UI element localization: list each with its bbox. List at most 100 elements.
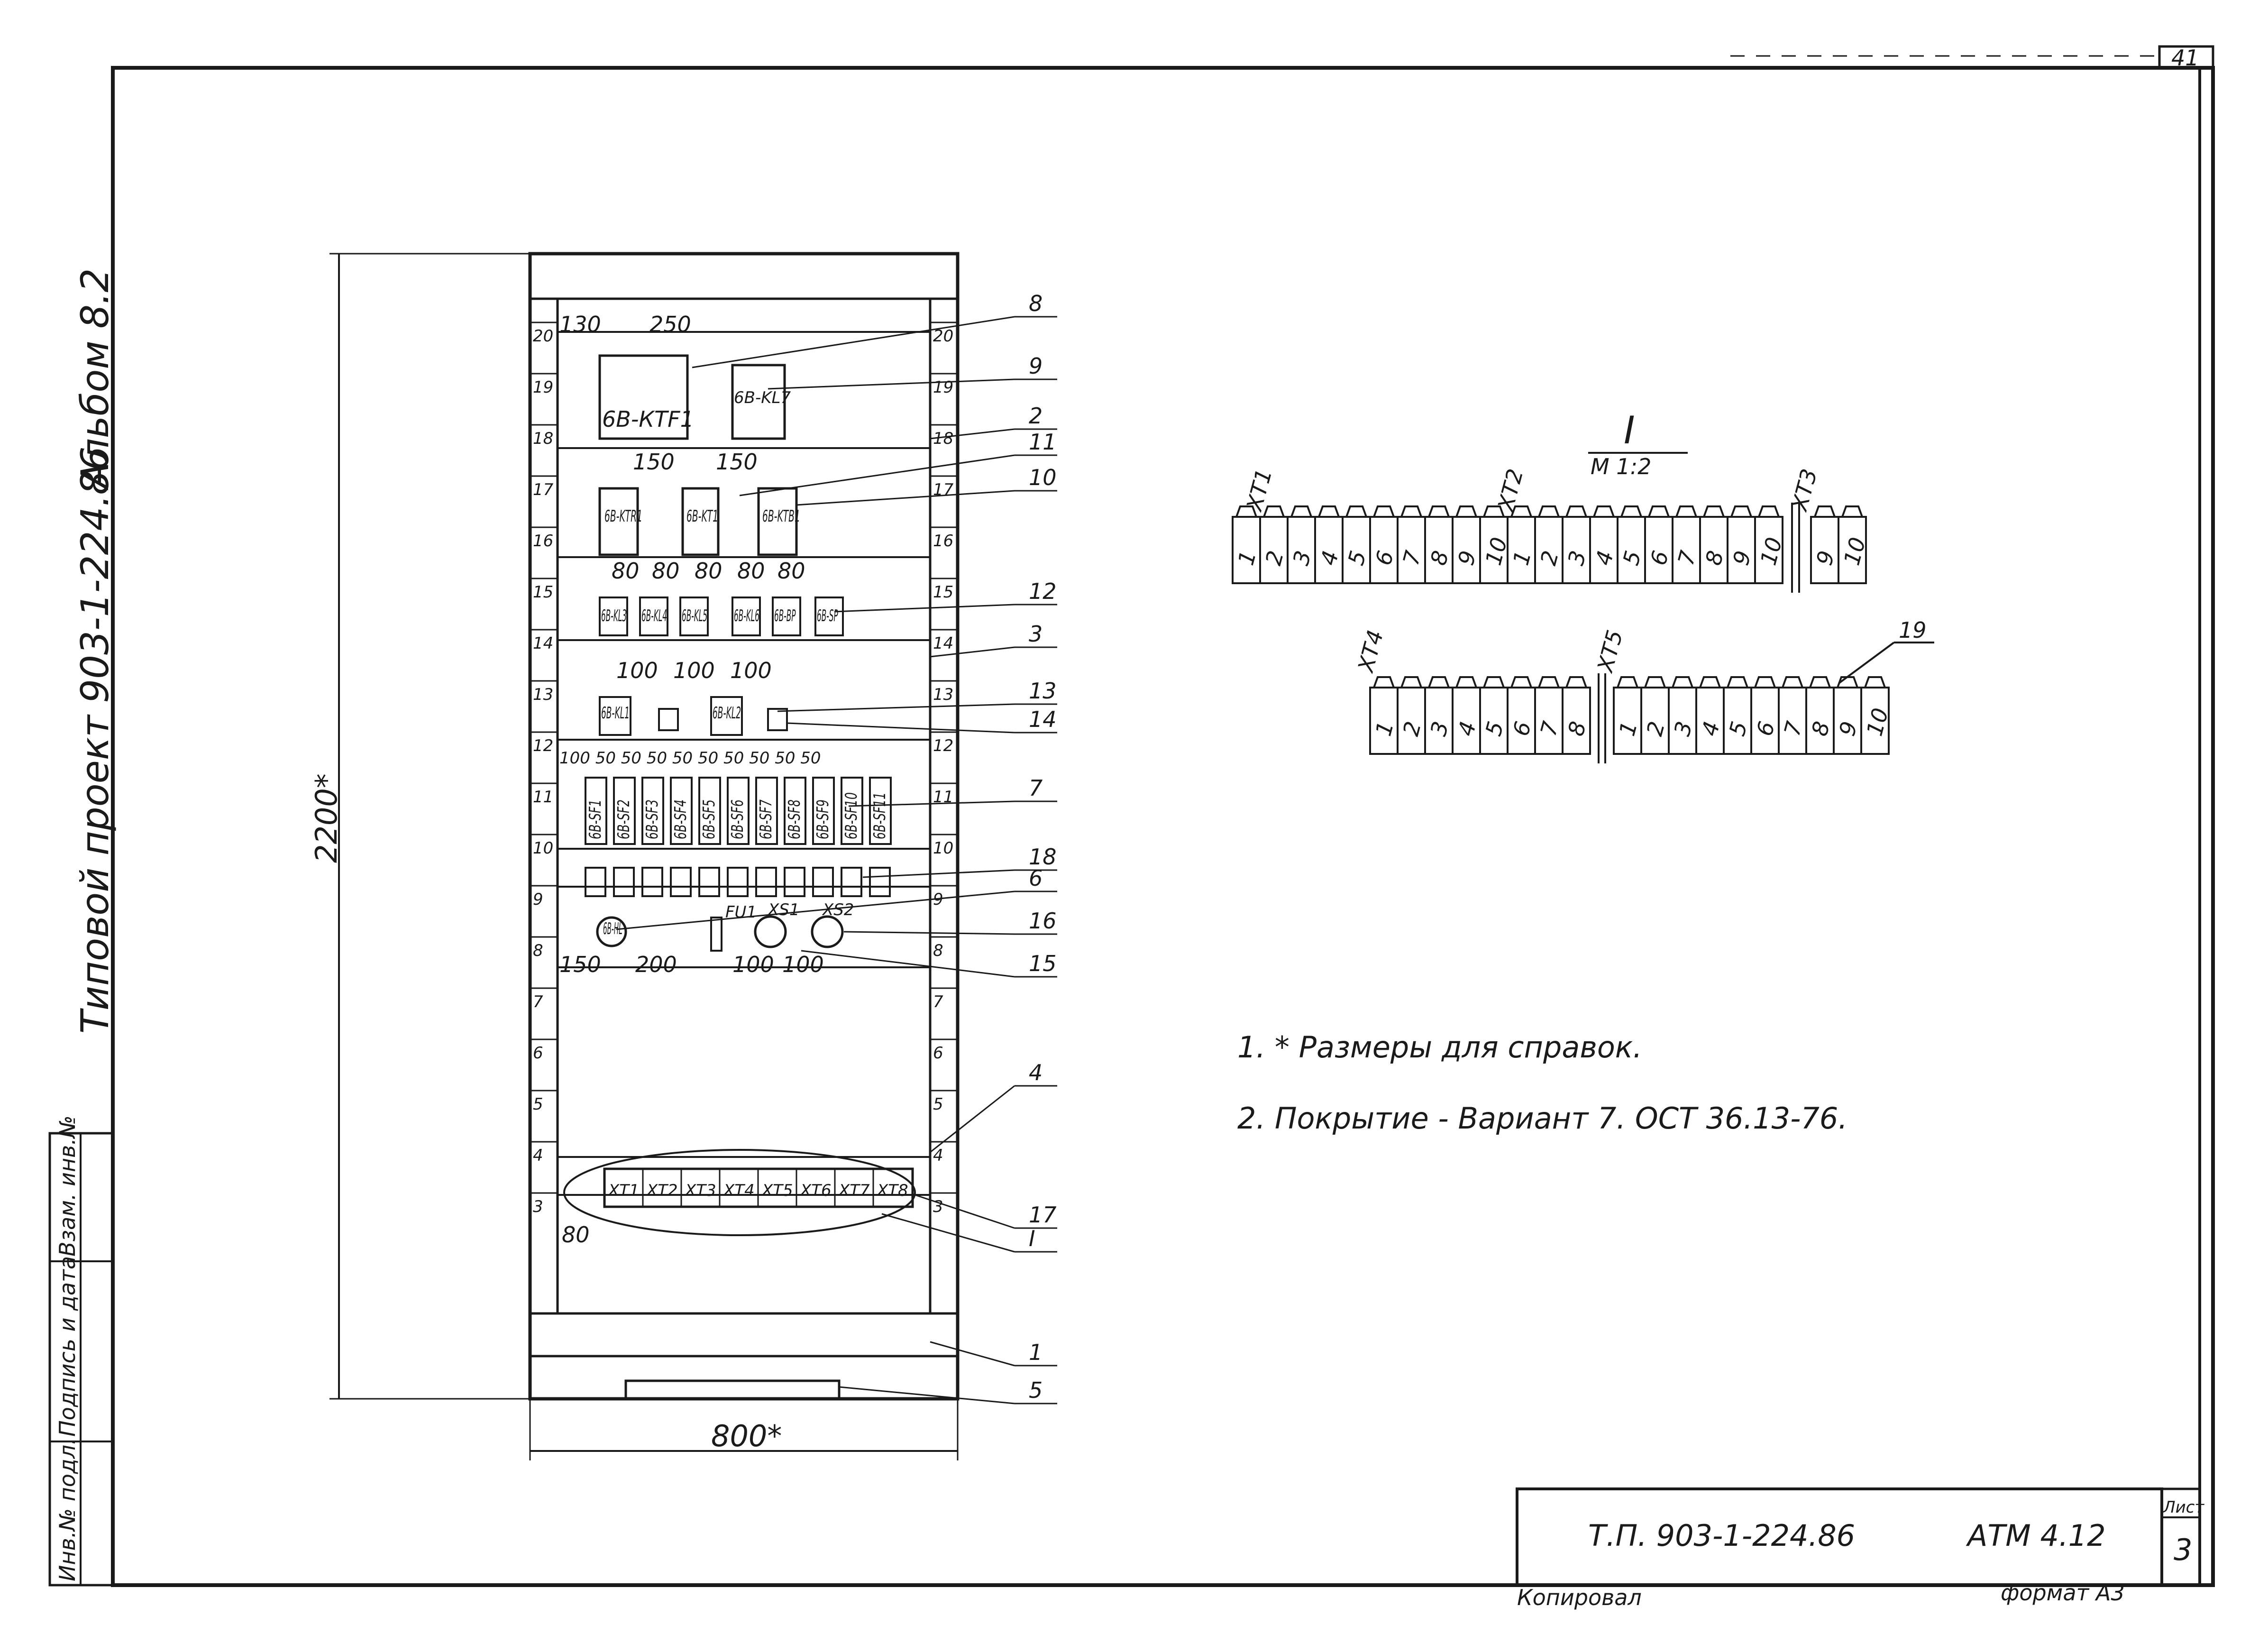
device-small-2 xyxy=(767,708,788,731)
rail-number-right: 7 xyxy=(933,992,943,1011)
fuse-terminal xyxy=(670,867,692,897)
callout-number: 4 xyxy=(1029,1060,1043,1085)
callout-number: 1 xyxy=(1029,1340,1043,1365)
fuse-terminal xyxy=(869,867,891,897)
page-number: 41 xyxy=(2171,45,2199,71)
device-kl2-label: 6В-KL2 xyxy=(713,704,741,723)
device-ktf1-label: 6В-КТF1 xyxy=(602,406,694,432)
callout-number: 2 xyxy=(1029,403,1043,429)
dim-100-3: 100 xyxy=(730,658,772,683)
callout-number: I xyxy=(1029,1226,1035,1251)
terminal-cell-number: 3 xyxy=(1669,719,1697,739)
circuit-breaker xyxy=(613,777,636,845)
terminal-cell-number: 7 xyxy=(1673,548,1701,568)
terminal-cell-number: 7 xyxy=(1398,548,1426,568)
rail-number-right: 16 xyxy=(933,532,953,551)
rail-number-left: 9 xyxy=(533,890,543,909)
dim-150b: 150 xyxy=(716,449,758,475)
device-small-1 xyxy=(658,708,679,731)
fuse-terminal xyxy=(784,867,805,897)
fuse-terminal xyxy=(613,867,635,897)
fuse-terminal xyxy=(641,867,663,897)
terminal-cell-number: 1 xyxy=(1614,719,1642,739)
socket-xs2 xyxy=(811,915,844,948)
rail-number-right: 9 xyxy=(933,890,943,909)
circuit-breaker xyxy=(841,777,863,845)
terminal-cell-number: 5 xyxy=(1343,548,1371,568)
device-kl1 xyxy=(599,696,631,736)
fuse-terminal xyxy=(698,867,720,897)
dim-row-50: 100 50 50 50 50 50 50 50 50 50 xyxy=(559,749,821,768)
rail-number-left: 12 xyxy=(533,736,553,755)
width-dim-text: 800* xyxy=(711,1419,782,1453)
dim-100-1: 100 xyxy=(616,658,658,683)
base-plinth xyxy=(624,1379,841,1400)
dim-height: 2200* xyxy=(309,253,530,1400)
callout-number: 14 xyxy=(1029,707,1057,732)
terminal-cell-number: 6 xyxy=(1508,719,1536,739)
terminal-cell xyxy=(1838,516,1867,584)
rail-number-left: 3 xyxy=(533,1197,543,1216)
circuit-breaker xyxy=(585,777,607,845)
terminal-block-label: XT4 xyxy=(722,1181,755,1200)
dim-100-5: 100 xyxy=(782,952,824,977)
rail-number-right: 12 xyxy=(933,736,953,755)
terminal-cell-number: 1 xyxy=(1233,548,1261,568)
device-kt1 xyxy=(681,487,720,556)
project-title: Типовой проект 903-1-224.86 xyxy=(73,447,117,1034)
terminal-cell xyxy=(1562,687,1591,755)
page-number-box xyxy=(2158,45,2214,69)
dim-80-4: 80 xyxy=(737,558,765,584)
device-ktf1 xyxy=(598,354,689,440)
title-doc-code: АТМ 4.12 xyxy=(1966,1518,2106,1553)
device-ktr1-label: 6В-KTR1 xyxy=(604,507,642,525)
detail-view: I М 1:2 XT1 XT2 XT3 XT4 XT5 123456789101… xyxy=(1232,408,1934,763)
device-kl2 xyxy=(710,696,743,736)
dim-130: 130 xyxy=(559,312,601,337)
rail-number-left: 11 xyxy=(533,788,553,807)
fuse-terminal xyxy=(727,867,749,897)
circuit-breaker xyxy=(698,777,721,845)
left-rail xyxy=(529,297,559,1315)
device-kl6-label: 6В-KL6 xyxy=(734,607,759,625)
circuit-breaker-label: 6В-SF1 xyxy=(586,799,604,839)
dim-80-2: 80 xyxy=(652,558,680,584)
rail-number-right: 5 xyxy=(933,1095,943,1114)
rail-number-right: 10 xyxy=(933,839,953,858)
callout-number: 9 xyxy=(1029,353,1043,379)
terminal-cell-number: 8 xyxy=(1563,719,1591,739)
terminal-cell-number: 1 xyxy=(1370,719,1399,739)
terminal-cell-number: 7 xyxy=(1535,719,1564,739)
terminal-cell-number: 2 xyxy=(1260,548,1289,568)
terminal-cell-number: 3 xyxy=(1288,548,1316,568)
callout-number: 6 xyxy=(1029,865,1043,891)
callout-number: 18 xyxy=(1029,844,1057,870)
circuit-breaker-label: 6В-SF4 xyxy=(671,799,690,839)
rail-number-right: 14 xyxy=(933,634,953,653)
circuit-breaker-label: 6В-SF7 xyxy=(757,799,775,839)
circuit-breaker xyxy=(670,777,693,845)
callout-number: 3 xyxy=(1029,621,1043,647)
circuit-breaker-label: 6В-SF8 xyxy=(785,799,804,839)
rail-number-right: 15 xyxy=(933,583,953,602)
rail-number-right: 3 xyxy=(933,1197,943,1216)
rail-number-left: 17 xyxy=(533,480,554,499)
terminal-block-label: XT3 xyxy=(684,1181,716,1200)
rail-number-left: 10 xyxy=(533,839,553,858)
title-designation: Т.П. 903-1-224.86 xyxy=(1588,1518,1855,1553)
device-kt1-label: 6В-KT1 xyxy=(686,507,718,525)
detail-title: I xyxy=(1624,408,1635,452)
title-block: Т.П. 903-1-224.86 АТМ 4.12 Лист 3 Копиро… xyxy=(1516,1487,2204,1610)
rail-number-left: 18 xyxy=(533,429,553,448)
detail-I-marker xyxy=(563,1149,916,1236)
device-sp-label: 6В-SP xyxy=(817,607,838,625)
callout-number: 16 xyxy=(1029,908,1057,934)
callout-number: 5 xyxy=(1029,1377,1043,1403)
dim-80-5: 80 xyxy=(777,558,805,584)
device-kl7 xyxy=(731,364,786,440)
dim-80-3: 80 xyxy=(695,558,722,584)
